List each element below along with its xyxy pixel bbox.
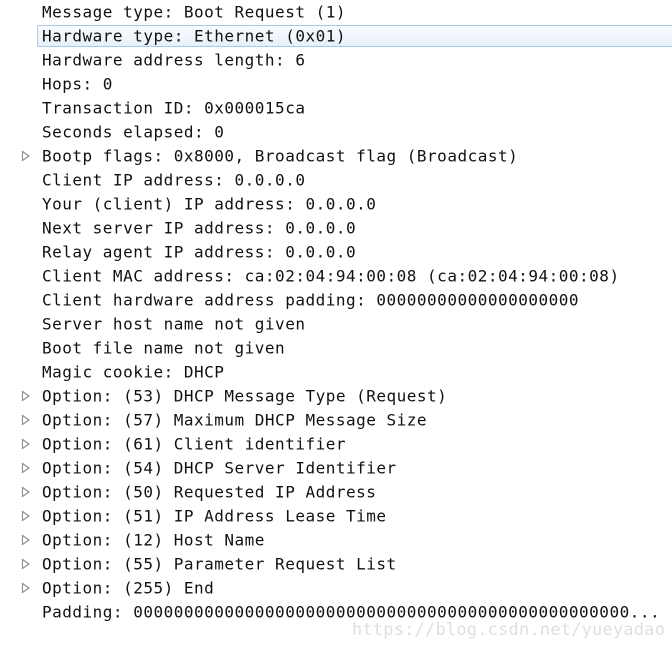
tree-row-label: Client hardware address padding: 0000000…: [42, 290, 580, 310]
tree-row-label: Option: (55) Parameter Request List: [42, 554, 397, 574]
tree-row[interactable]: Option: (53) DHCP Message Type (Request): [0, 384, 672, 408]
tree-row[interactable]: Magic cookie: DHCP: [0, 360, 672, 384]
expander-collapsed-icon[interactable]: [21, 510, 31, 522]
tree-row-label: Next server IP address: 0.0.0.0: [42, 218, 357, 238]
tree-row-label: Your (client) IP address: 0.0.0.0: [42, 194, 377, 214]
tree-row[interactable]: Option: (55) Parameter Request List: [0, 552, 672, 576]
tree-row[interactable]: Next server IP address: 0.0.0.0: [0, 216, 672, 240]
tree-row[interactable]: Bootp flags: 0x8000, Broadcast flag (Bro…: [0, 144, 672, 168]
tree-row[interactable]: Option: (61) Client identifier: [0, 432, 672, 456]
tree-row-label: Hardware address length: 6: [42, 50, 306, 70]
tree-row-label: Seconds elapsed: 0: [42, 122, 225, 142]
expander-collapsed-icon[interactable]: [21, 486, 31, 498]
tree-row-label: Option: (12) Host Name: [42, 530, 265, 550]
tree-row[interactable]: Seconds elapsed: 0: [0, 120, 672, 144]
tree-row[interactable]: Relay agent IP address: 0.0.0.0: [0, 240, 672, 264]
tree-row[interactable]: Client MAC address: ca:02:04:94:00:08 (c…: [0, 264, 672, 288]
tree-row-label: Server host name not given: [42, 314, 306, 334]
expander-collapsed-icon[interactable]: [21, 582, 31, 594]
tree-row[interactable]: Server host name not given: [0, 312, 672, 336]
tree-row-label: Option: (57) Maximum DHCP Message Size: [42, 410, 428, 430]
tree-row[interactable]: Client hardware address padding: 0000000…: [0, 288, 672, 312]
tree-row-label: Hardware type: Ethernet (0x01): [42, 26, 346, 46]
tree-row-label: Padding: 0000000000000000000000000000000…: [42, 602, 661, 622]
tree-row-label: Bootp flags: 0x8000, Broadcast flag (Bro…: [42, 146, 519, 166]
tree-row-label: Message type: Boot Request (1): [42, 2, 346, 22]
tree-row[interactable]: Option: (51) IP Address Lease Time: [0, 504, 672, 528]
tree-row[interactable]: Option: (50) Requested IP Address: [0, 480, 672, 504]
tree-row-label: Option: (51) IP Address Lease Time: [42, 506, 387, 526]
tree-row[interactable]: Client IP address: 0.0.0.0: [0, 168, 672, 192]
tree-row-label: Option: (53) DHCP Message Type (Request): [42, 386, 448, 406]
expander-collapsed-icon[interactable]: [21, 414, 31, 426]
tree-row-label: Client MAC address: ca:02:04:94:00:08 (c…: [42, 266, 620, 286]
tree-row-label: Client IP address: 0.0.0.0: [42, 170, 306, 190]
expander-collapsed-icon[interactable]: [21, 558, 31, 570]
packet-detail-tree: Message type: Boot Request (1) Hardware t…: [0, 0, 672, 624]
tree-row[interactable]: Transaction ID: 0x000015ca: [0, 96, 672, 120]
expander-collapsed-icon[interactable]: [21, 438, 31, 450]
expander-collapsed-icon[interactable]: [21, 150, 31, 162]
tree-row-label: Boot file name not given: [42, 338, 286, 358]
tree-row-label: Magic cookie: DHCP: [42, 362, 225, 382]
tree-row-label: Option: (54) DHCP Server Identifier: [42, 458, 397, 478]
expander-collapsed-icon[interactable]: [21, 462, 31, 474]
tree-row-label: Option: (61) Client identifier: [42, 434, 346, 454]
watermark: https://blog.csdn.net/yueyadao: [352, 620, 666, 640]
tree-row-label: Hops: 0: [42, 74, 113, 94]
tree-row-label: Option: (50) Requested IP Address: [42, 482, 377, 502]
tree-row-label: Relay agent IP address: 0.0.0.0: [42, 242, 357, 262]
tree-row[interactable]: Boot file name not given: [0, 336, 672, 360]
expander-collapsed-icon[interactable]: [21, 390, 31, 402]
tree-row[interactable]: Padding: 0000000000000000000000000000000…: [0, 600, 672, 624]
tree-row[interactable]: Your (client) IP address: 0.0.0.0: [0, 192, 672, 216]
tree-row[interactable]: Option: (54) DHCP Server Identifier: [0, 456, 672, 480]
tree-row[interactable]: Hardware type: Ethernet (0x01): [0, 24, 672, 48]
tree-row[interactable]: Option: (12) Host Name: [0, 528, 672, 552]
tree-row[interactable]: Message type: Boot Request (1): [0, 0, 672, 24]
tree-row-label: Option: (255) End: [42, 578, 215, 598]
expander-collapsed-icon[interactable]: [21, 534, 31, 546]
selection-highlight: [37, 25, 672, 47]
tree-row[interactable]: Option: (255) End: [0, 576, 672, 600]
tree-row[interactable]: Hardware address length: 6: [0, 48, 672, 72]
tree-row[interactable]: Option: (57) Maximum DHCP Message Size: [0, 408, 672, 432]
tree-row-label: Transaction ID: 0x000015ca: [42, 98, 306, 118]
tree-row[interactable]: Hops: 0: [0, 72, 672, 96]
